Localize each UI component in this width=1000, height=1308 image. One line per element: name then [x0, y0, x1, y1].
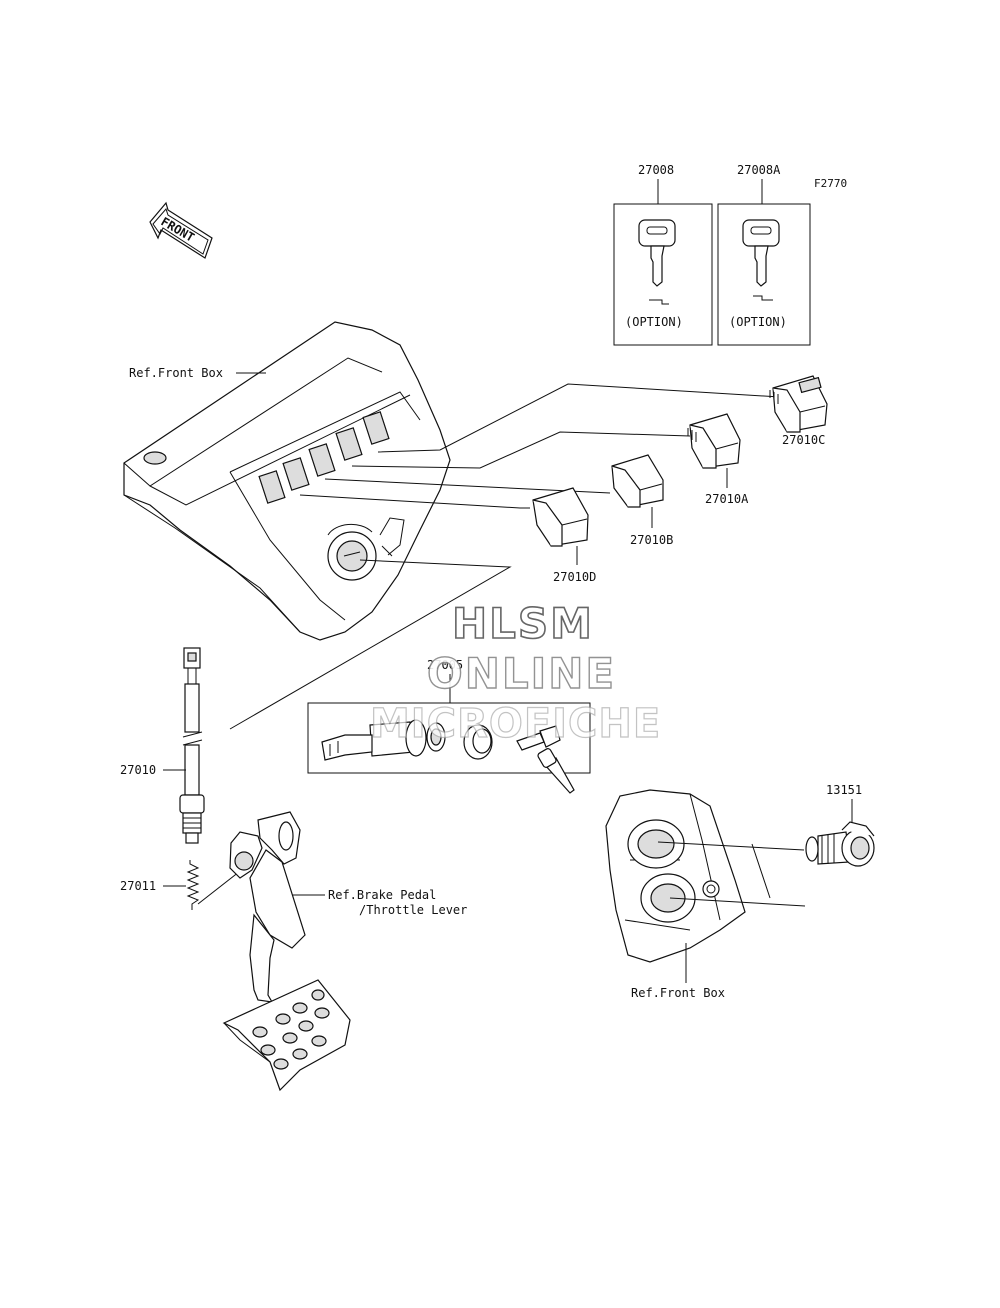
spring-27011[interactable]: 27011: [120, 860, 245, 910]
power-socket-13151[interactable]: 13151: [805, 783, 875, 867]
part-label-27010c: 27010C: [782, 433, 825, 447]
ref-brake-pedal-line1: Ref.Brake Pedal: [328, 888, 436, 902]
rocker-switch-27010a[interactable]: 27010A: [687, 413, 749, 506]
brake-pedal: [222, 811, 351, 1092]
part-label-27008: 27008: [638, 163, 674, 177]
part-label-27011: 27011: [120, 879, 156, 893]
brake-switch-27010[interactable]: 27010: [120, 647, 205, 844]
option-label-27008a: (OPTION): [729, 315, 787, 329]
key-27008[interactable]: 27008 (OPTION): [613, 163, 713, 346]
ref-brake-pedal-line2: /Throttle Lever: [359, 903, 467, 917]
ref-front-box-top: Ref.Front Box: [129, 366, 223, 380]
front-box-lower-panel: [605, 789, 746, 983]
ref-front-box-bottom: Ref.Front Box: [631, 986, 725, 1000]
watermark: HLSM ONLINE MICROFICHE: [369, 598, 661, 747]
part-label-27010b: 27010B: [630, 533, 673, 547]
rocker-switch-27010c[interactable]: 27010C: [769, 375, 828, 447]
switch-leader-lines: [229, 383, 781, 730]
part-label-27010d: 27010D: [553, 570, 596, 584]
watermark-line2: ONLINE: [427, 649, 616, 698]
ignition-switch-27005[interactable]: 27005: [307, 658, 591, 794]
watermark-line1: HLSM: [452, 599, 594, 648]
figure-code: F2770: [814, 177, 847, 190]
rocker-switch-27010d[interactable]: 27010D: [532, 487, 596, 584]
part-label-27005: 27005: [427, 658, 463, 672]
rocker-switch-27010b[interactable]: 27010B: [611, 454, 673, 547]
front-arrow-icon: FRONT: [149, 201, 213, 259]
part-label-13151: 13151: [826, 783, 862, 797]
option-label-27008: (OPTION): [625, 315, 683, 329]
part-label-27010: 27010: [120, 763, 156, 777]
key-27008a[interactable]: 27008A (OPTION): [717, 163, 811, 346]
part-label-27010a: 27010A: [705, 492, 749, 506]
part-label-27008a: 27008A: [737, 163, 781, 177]
watermark-line3: MICROFICHE: [370, 701, 661, 747]
